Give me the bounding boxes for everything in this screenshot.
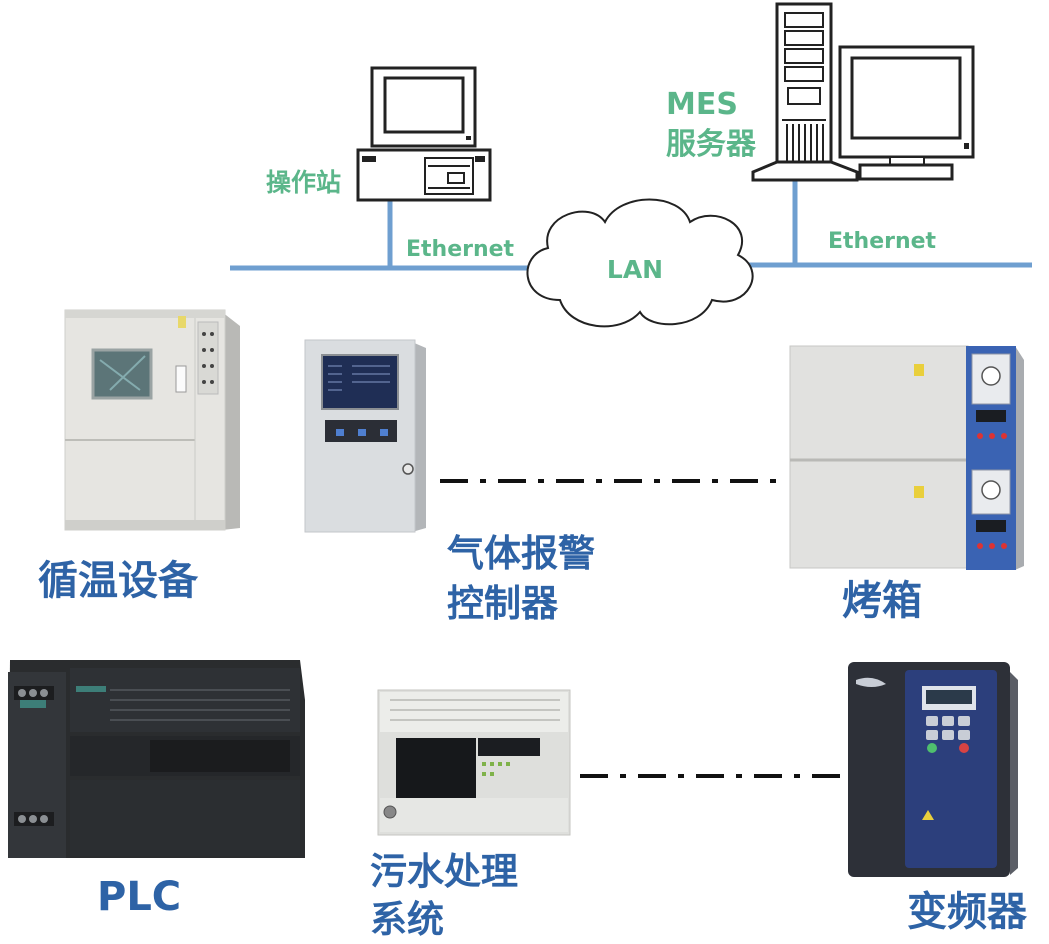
operator-station-icon bbox=[356, 66, 492, 202]
ethernet-label-left: Ethernet bbox=[406, 237, 515, 262]
operator-station-label: 操作站 bbox=[266, 168, 341, 197]
ethernet-backbone bbox=[230, 180, 1032, 271]
wastewater-label-line2: 系统 bbox=[370, 898, 444, 941]
lan-label: LAN bbox=[607, 255, 663, 284]
oven-image bbox=[789, 345, 1024, 570]
plc-image bbox=[8, 660, 305, 858]
gas-alarm-label-line1: 气体报警 bbox=[447, 532, 595, 575]
mes-label-line1: MES bbox=[666, 87, 738, 122]
inverter-label: 变频器 bbox=[907, 889, 1028, 935]
thermal-cycle-chamber-image bbox=[64, 309, 240, 531]
gas-alarm-label-line2: 控制器 bbox=[447, 582, 559, 625]
gas-alarm-controller-image bbox=[304, 339, 426, 533]
ethernet-label-right: Ethernet bbox=[828, 229, 937, 254]
inverter-image bbox=[848, 662, 1018, 877]
oven-label: 烤箱 bbox=[842, 578, 922, 624]
wastewater-plc-image bbox=[377, 689, 571, 836]
lan-cloud-icon bbox=[526, 198, 754, 328]
thermal-cycle-label: 循温设备 bbox=[38, 558, 199, 604]
plc-label: PLC bbox=[97, 874, 181, 920]
wastewater-label-line1: 污水处理 bbox=[370, 850, 518, 893]
mes-label-line2: 服务器 bbox=[666, 127, 757, 162]
mes-server-icon bbox=[751, 2, 975, 182]
